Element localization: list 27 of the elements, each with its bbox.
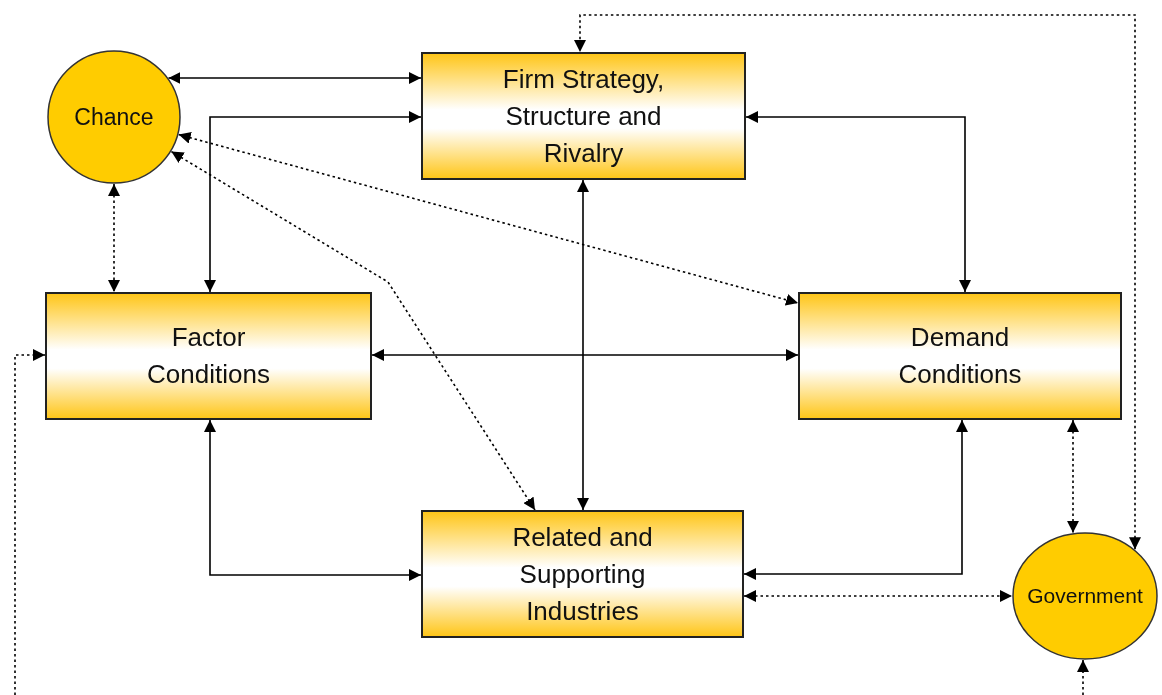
arrow <box>574 14 1141 551</box>
node-label: Firm Strategy, Structure and Rivalry <box>501 62 666 170</box>
factor-box <box>421 52 746 180</box>
node-label: Factor Conditions <box>146 321 271 391</box>
arrow <box>371 349 799 361</box>
node-label: Related and Supporting Industries <box>511 520 654 628</box>
node-label: Chance <box>74 103 154 131</box>
arrow <box>1067 419 1079 534</box>
arrow <box>577 179 589 511</box>
arrow <box>177 131 799 306</box>
node-label: Demand Conditions <box>897 321 1023 391</box>
factor-box <box>45 292 372 420</box>
free-arrow <box>14 349 46 695</box>
arrow <box>167 72 422 84</box>
arrow <box>743 419 968 580</box>
free-arrow <box>1077 659 1089 695</box>
circle-node <box>47 50 181 184</box>
factor-box <box>421 510 744 638</box>
arrow <box>204 111 422 293</box>
arrow <box>170 150 536 511</box>
arrow <box>204 419 422 581</box>
node-label: Government <box>1027 584 1143 608</box>
factor-box <box>798 292 1122 420</box>
arrow <box>108 183 120 293</box>
circle-node <box>1012 532 1158 660</box>
arrow <box>743 590 1013 602</box>
arrow <box>745 111 971 293</box>
